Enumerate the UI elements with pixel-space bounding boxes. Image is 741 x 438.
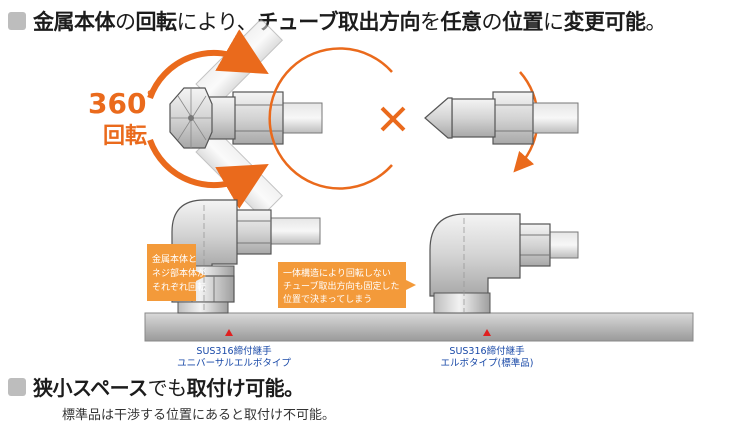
tube-right xyxy=(281,102,323,134)
rotation-degree-label: 360° xyxy=(88,87,153,120)
standard-elbow-fitting xyxy=(429,213,579,314)
cross-icon-stroke xyxy=(380,106,406,132)
mounting-plate xyxy=(144,312,694,342)
headline-part: の xyxy=(481,10,503,34)
fitting-left-type: ユニバーサルエルボタイプ xyxy=(177,358,291,369)
headline-part: 回転 xyxy=(135,10,178,34)
headline-part: に xyxy=(543,10,564,34)
headline-narrow-space: 狭小スペースでも取付け可能。 xyxy=(8,372,304,401)
elbow-tube-left xyxy=(267,217,321,245)
narrow-space-subtext: 標準品は干渉する位置にあると取付け不可能。 xyxy=(62,408,336,423)
headline-narrow-space-text: 狭小スペースでも取付け可能。 xyxy=(33,372,304,401)
marker-right-icon xyxy=(483,329,491,336)
fitting-left-label: SUS316締付継手 xyxy=(196,345,272,357)
bullet-square-icon xyxy=(8,12,26,30)
elbow-tube-right xyxy=(547,231,579,259)
elbow-thread-left xyxy=(177,301,229,314)
headline-part: 金属本体 xyxy=(33,10,116,34)
elbow-thread-right xyxy=(433,292,491,314)
rotation-arrow-bottom-icon xyxy=(147,138,269,209)
callout-left-line: 金属本体と xyxy=(152,253,197,265)
callout-right-line: チューブ取出方向も固定した xyxy=(283,280,399,292)
fitting-right-label-bg xyxy=(425,343,550,369)
fitting-left-label-bg xyxy=(163,343,306,369)
headline-part: 任意 xyxy=(440,10,483,34)
center-dot-icon xyxy=(188,115,194,121)
rotation-degree-number: 360 xyxy=(88,87,146,120)
hex-nut-fixed xyxy=(492,91,534,145)
callout-left: 金属本体と ネジ部本体が それぞれ回転 xyxy=(147,244,206,301)
headline-part: 狭小スペース xyxy=(33,376,148,400)
callout-right-box xyxy=(278,262,416,308)
headline-part: の xyxy=(115,10,136,34)
headline-part: 位置 xyxy=(502,10,544,34)
callout-right-line: 位置で決まってしまう xyxy=(283,293,372,305)
marker-left-icon xyxy=(225,329,233,336)
elbow-body-right xyxy=(429,213,521,297)
cone-head xyxy=(424,97,453,139)
headline-part: チューブ取出方向 xyxy=(257,10,420,34)
fixed-fitting-illustration xyxy=(268,47,579,190)
rotating-fitting-illustration xyxy=(147,18,323,218)
fitting-right-label: SUS316締付継手 xyxy=(449,345,525,357)
elbow-nut-right xyxy=(517,223,551,267)
headline-part: 取付け xyxy=(186,376,246,400)
headline-part: 変更可能 xyxy=(563,10,647,34)
fitting-body-fixed xyxy=(451,98,496,138)
rotation-caption: 回転 xyxy=(103,123,147,149)
bullet-square-icon xyxy=(8,377,26,396)
headline-part: を xyxy=(420,10,441,34)
headline-part: 可能。 xyxy=(245,376,304,400)
tube-right-fixed xyxy=(529,102,579,134)
callout-right: 一体構造により回転しない チューブ取出方向も固定した 位置で決まってしまう xyxy=(278,262,416,308)
headline-part: 。 xyxy=(645,10,667,34)
callout-left-box xyxy=(147,244,206,301)
callout-left-line: それぞれ回転 xyxy=(152,282,206,293)
elbow-nut-left xyxy=(234,209,272,255)
headline-part: でも xyxy=(147,376,188,400)
rotation-degree-symbol: ° xyxy=(146,89,153,105)
rotation-arrow-left-icon xyxy=(268,47,393,190)
callout-right-line: 一体構造により回転しない xyxy=(283,267,391,279)
hex-nut xyxy=(232,91,284,145)
callout-left-line: ネジ部本体が xyxy=(152,267,206,279)
fitting-right-type: エルボタイプ(標準品) xyxy=(441,357,534,369)
rotation-arrow-top-icon xyxy=(147,29,269,100)
